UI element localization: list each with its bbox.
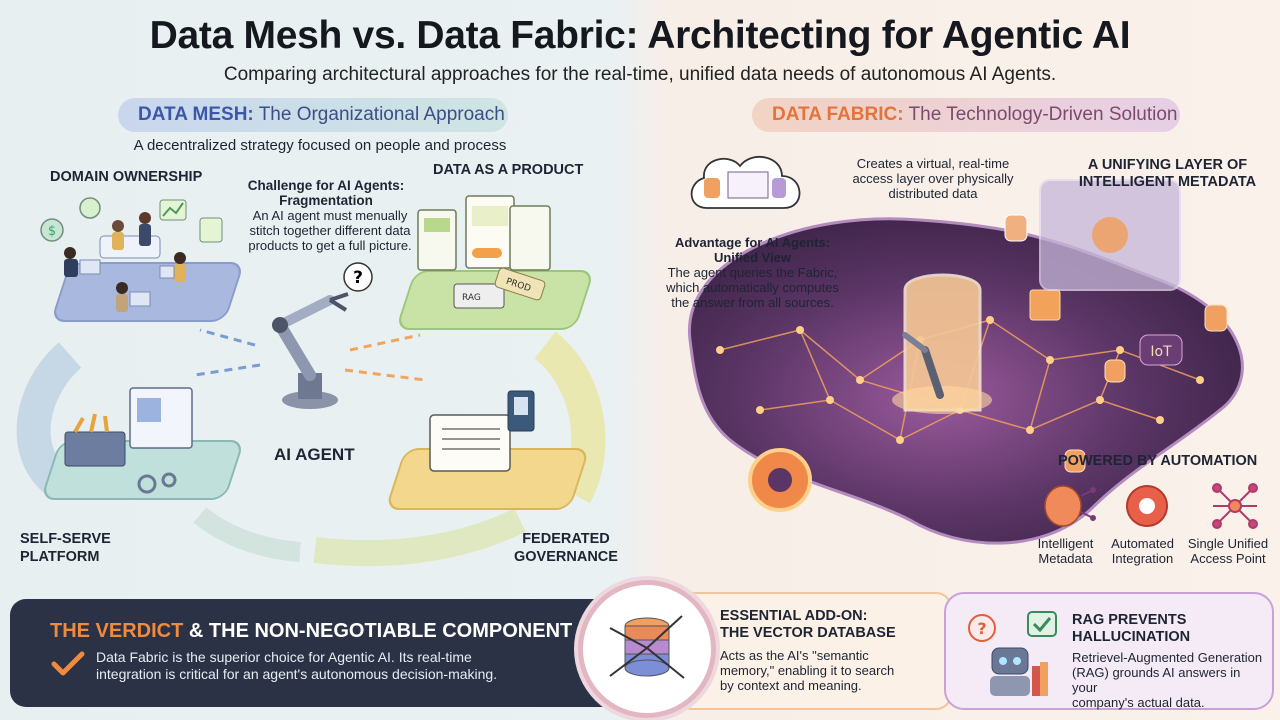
- auto-item-metadata: Intelligent Metadata: [1037, 536, 1094, 566]
- rag-tag: RAG: [462, 293, 481, 303]
- svg-text:$: $: [48, 224, 56, 239]
- vector-database-icon-circle: [578, 580, 716, 718]
- automation-icons: [1044, 483, 1258, 529]
- data-mesh-header-pill: DATA MESH: The Organizational Approach: [118, 98, 508, 132]
- powered-by-automation-label: POWERED BY AUTOMATION: [1058, 453, 1258, 469]
- data-fabric-network: IoT: [687, 179, 1244, 545]
- toolbox-illustration: [64, 387, 193, 494]
- mesh-cycle-arcs: [16, 331, 606, 567]
- auto-item-integration: Automated Integration: [1111, 536, 1174, 566]
- vector-database-card: [676, 592, 952, 710]
- page-title: Data Mesh vs. Data Fabric: Architecting …: [149, 14, 1131, 57]
- federated-governance-label: FEDERATED GOVERNANCE: [514, 531, 618, 565]
- challenge-title: Challenge for AI Agents: Fragmentation: [247, 178, 405, 208]
- rag-text: Retrievel-Augmented Generation (RAG) gro…: [1072, 650, 1263, 710]
- hub-network-icon: [1212, 483, 1258, 529]
- vector-database-icon: [609, 615, 685, 679]
- vector-database-text: Acts as the AI's "semantic memory," enab…: [720, 648, 895, 693]
- brain-circuit-icon: [1044, 485, 1096, 527]
- rag-title: RAG PREVENTS HALLUCINATION: [1072, 612, 1191, 645]
- rulebook-illustration: [429, 390, 535, 472]
- mesh-description: A decentralized strategy focused on peop…: [133, 137, 507, 154]
- mesh-pill-bold: DATA MESH:: [138, 104, 254, 125]
- fabric-virtual-layer-note: Creates a virtual, real-time access laye…: [852, 156, 1014, 201]
- advantage-text: The agent queries the Fabric, which auto…: [666, 265, 839, 310]
- data-fabric-header-pill: DATA FABRIC: The Technology-Driven Solut…: [752, 98, 1180, 132]
- domain-ownership-label: DOMAIN OWNERSHIP: [50, 169, 203, 185]
- advantage-title: Advantage for AI Agents: Unified View: [674, 235, 831, 265]
- question-icon: ?: [353, 268, 363, 288]
- verdict-panel: [10, 599, 620, 707]
- ai-agent-robot-arm: ?: [194, 262, 426, 409]
- team-meeting-illustration: $: [40, 197, 223, 312]
- data-product-documents: RAG PROD: [417, 195, 551, 309]
- gear-icon: [1126, 485, 1168, 527]
- auto-item-access-point: Single Unified Access Point: [1187, 536, 1269, 566]
- verdict-title: THE VERDICT & THE NON-NEGOTIABLE COMPONE…: [50, 620, 573, 642]
- verdict-text: Data Fabric is the superior choice for A…: [96, 649, 498, 682]
- ai-agent-label: AI AGENT: [274, 445, 355, 464]
- self-serve-label: SELF-SERVE PLATFORM: [20, 531, 111, 565]
- challenge-text: An AI agent must menually stitch togethe…: [248, 208, 412, 253]
- page-subtitle: Comparing architectural approaches for t…: [223, 64, 1057, 85]
- rag-robot-icon: ?: [968, 611, 1057, 696]
- data-product-label: DATA AS A PRODUCT: [433, 162, 584, 178]
- unifying-layer-label: A UNIFYING LAYER OF INTELLIGENT METADATA: [1078, 157, 1257, 190]
- checkmark-icon: [51, 651, 85, 676]
- iot-label: IoT: [1150, 344, 1172, 360]
- vector-database-title: ESSENTIAL ADD-ON: THE VECTOR DATABASE: [720, 608, 896, 641]
- fabric-pill-bold: DATA FABRIC:: [772, 104, 904, 125]
- dashboard-cloud-icon: [690, 156, 801, 209]
- svg-text:?: ?: [977, 619, 986, 638]
- fabric-pill-rest: The Technology-Driven Solution: [908, 104, 1178, 125]
- mesh-pill-rest: The Organizational Approach: [258, 104, 505, 125]
